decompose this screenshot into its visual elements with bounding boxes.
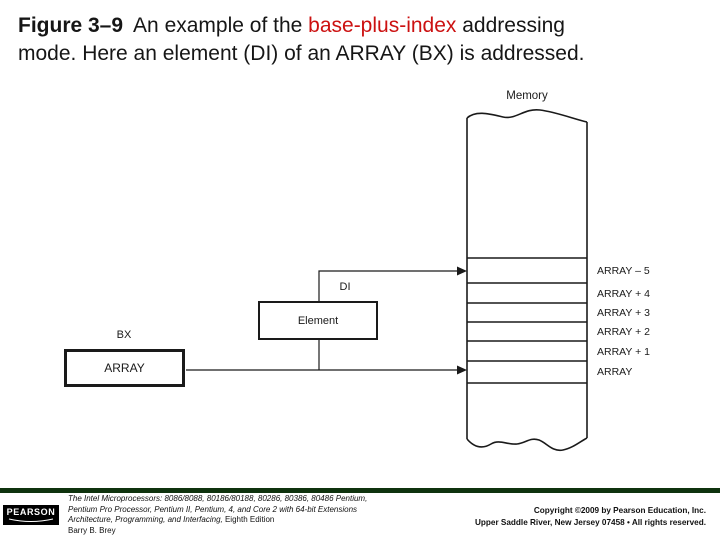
citation-line-3: Architecture, Programming, and Interfaci… <box>68 515 398 526</box>
title-line-2: mode. Here an element (DI) of an ARRAY (… <box>18 42 585 65</box>
citation-author: Barry B. Brey <box>68 525 116 535</box>
memory-cell-label: ARRAY + 4 <box>597 288 651 300</box>
memory-cell-label: ARRAY – 5 <box>597 265 650 277</box>
pearson-logo: PEARSON <box>3 505 59 525</box>
memory-torn-top <box>466 109 588 123</box>
memory-cell-label: ARRAY <box>597 366 633 378</box>
element-box-label: Element <box>297 314 339 327</box>
di-connector-line <box>318 270 458 301</box>
bx-register-label: BX <box>116 329 132 341</box>
memory-label: Memory <box>506 90 548 102</box>
title-text-1: An example of the <box>133 14 309 37</box>
citation-line-2: Pentium Pro Processor, Pentium II, Penti… <box>68 504 358 514</box>
memory-cell-label: ARRAY + 3 <box>597 307 651 319</box>
arrowhead-bottom-icon <box>457 365 467 375</box>
pearson-logo-arc-icon <box>8 517 54 522</box>
di-register-label: DI <box>339 281 351 293</box>
arrowhead-top-icon <box>457 266 467 276</box>
citation-line-1: The Intel Microprocessors: 8086/8088, 80… <box>68 494 368 503</box>
array-box-label: ARRAY <box>104 361 145 375</box>
pearson-logo-text: PEARSON <box>6 506 56 517</box>
citation-line-3-edition: Eighth Edition <box>222 515 275 525</box>
copyright-notice: Copyright ©2009 by Pearson Education, In… <box>376 505 706 528</box>
figure-number-label: Figure 3–9 <box>18 14 124 37</box>
title-text-2: addressing <box>456 14 565 37</box>
copyright-line-2: Upper Saddle River, New Jersey 07458 • A… <box>474 517 706 527</box>
footer-accent-bar <box>0 488 720 493</box>
memory-torn-bottom <box>466 437 588 452</box>
page-title: Figure 3–9 An example of the base-plus-in… <box>18 12 710 68</box>
memory-cell-label: ARRAY + 2 <box>597 326 651 338</box>
title-highlight: base-plus-index <box>308 14 457 37</box>
element-box: Element <box>258 301 378 340</box>
memory-cell-dividers <box>467 257 587 384</box>
book-citation: The Intel Microprocessors: 8086/8088, 80… <box>68 494 398 536</box>
memory-cell-label: ARRAY + 1 <box>597 346 651 358</box>
citation-line-3-title: Architecture, Programming, and Interfaci… <box>68 515 223 525</box>
copyright-line-1: Copyright ©2009 by Pearson Education, In… <box>533 506 706 515</box>
array-box: ARRAY <box>64 349 185 387</box>
